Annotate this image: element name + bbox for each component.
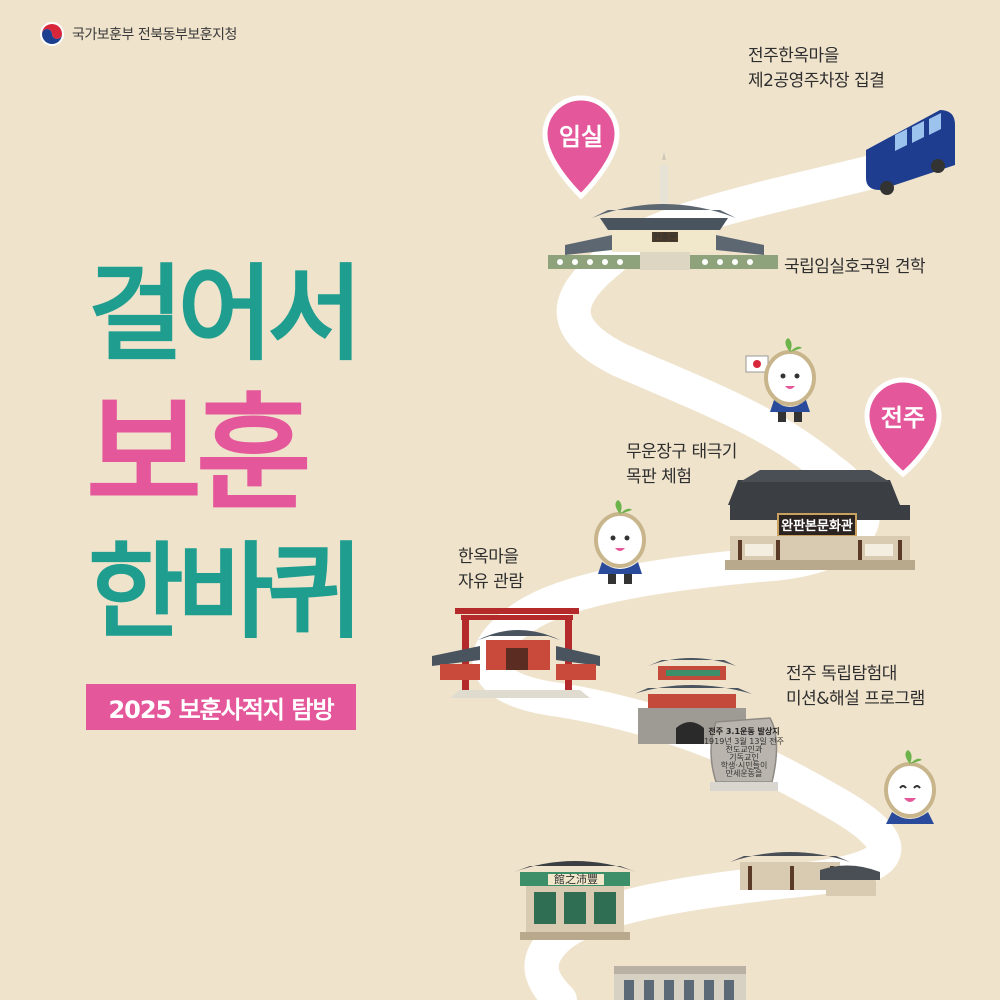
header: 국가보훈부 전북동부보훈지청 [38,20,237,48]
stop-label-taegeukgi: 무운장구 태극기 목판 체험 [626,440,737,489]
stop-label-line: 국립임실호국원 견학 [784,257,926,277]
stop-label-line: 제2공영주차장 집결 [748,70,885,91]
stop-label-cemetery: 국립임실호국원 견학 [784,255,926,280]
woodblock-hall-sign: 완판본문화관 [781,518,853,534]
korea-emblem-icon [40,22,64,46]
location-pin-icon: 전주 [864,377,942,478]
cemetery-building: 현충문 [548,152,778,270]
hanok-houses [730,852,880,896]
stone-line: 만세운동을 [726,769,763,778]
stone-line: 천도교인과 [726,744,763,754]
stone-line: 1919년 3월 13일 전주 [704,736,784,746]
stop-label-line: 전주한옥마을 [748,46,839,66]
stone-line: 기독교인 [729,752,758,762]
stop-label-hanok: 한옥마을 자유 관람 [458,545,524,594]
location-pin-icon: 임실 [542,95,620,200]
red-gate-building [432,608,600,698]
title-line-1: 걸어서 [88,253,363,375]
pungpae-hall: 館之沛豐 [514,861,636,940]
mascot-icon [594,500,646,584]
stop-label-line: 전주 독립탐험대 [786,664,897,684]
stop-label-meeting: 전주한옥마을 제2공영주차장 집결 [748,44,885,93]
stop-label-line: 목판 체험 [626,466,692,487]
stone-line: 학생·시민들이 [721,760,768,770]
bus-icon [866,110,955,195]
hall-hanja-sign: 館之沛豐 [554,872,598,886]
pin-label-imsil: 임실 [559,123,603,151]
memorial-stone: 전주 3.1운동 발상지 1919년 3월 13일 전주 천도교인과 기독교인 … [704,717,784,791]
title-line-2: 보훈 [86,381,312,528]
organization-name: 국가보훈부 전북동부보훈지청 [72,27,237,43]
pin-label-jeonju: 전주 [881,404,925,432]
mascot-icon [884,750,936,824]
bottom-building [614,966,746,1000]
cemetery-tablet: 현충문 [653,232,678,243]
stop-label-line: 미션&해설 프로그램 [786,688,925,709]
stop-label-line: 무운장구 태극기 [626,442,737,462]
stop-label-line: 한옥마을 [458,547,519,567]
pavilion-gate [634,658,752,744]
stone-title: 전주 3.1운동 발상지 [708,726,779,736]
stop-label-line: 자유 관람 [458,571,524,592]
subtitle-badge: 2025 보훈사적지 탐방 [86,684,356,730]
mascot-icon [745,338,816,422]
woodblock-hall: 완판본문화관 [725,470,915,570]
stop-label-program: 전주 독립탐험대 미션&해설 프로그램 [786,662,925,711]
title-line-3: 한바퀴 [88,531,363,653]
